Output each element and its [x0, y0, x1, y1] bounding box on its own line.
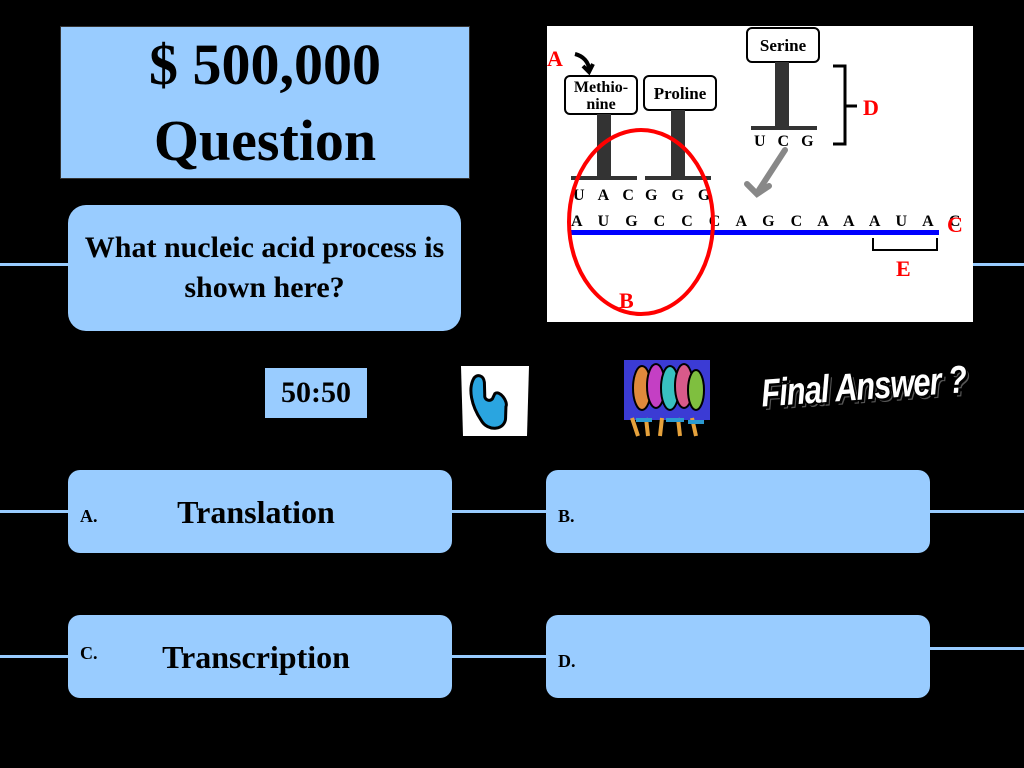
answer-a-text: Translation	[177, 494, 335, 530]
middle-connector-line-ab	[452, 510, 548, 513]
callout-a-arrow	[574, 52, 595, 76]
trna-serine-anticodon: U C G	[754, 133, 818, 150]
right-connector-line-diagram	[973, 263, 1024, 266]
answer-a-option[interactable]: A. Translation	[68, 470, 452, 553]
trna-methionine-anticodon: U A C	[573, 187, 639, 204]
prize-title: $ 500,000 Question	[60, 26, 470, 179]
left-connector-line-question	[0, 263, 70, 266]
right-connector-line-cd	[930, 647, 1024, 650]
left-connector-line-cd	[0, 655, 70, 658]
fifty-fifty-lifeline[interactable]: 50:50	[265, 368, 367, 418]
callout-c: C	[947, 212, 963, 237]
trna-proline-anticodon: G G G	[645, 187, 715, 204]
answer-c-letter: C.	[80, 643, 98, 663]
trna-methionine-stem	[597, 114, 611, 180]
phone-a-friend-icon[interactable]	[457, 362, 533, 438]
final-answer-label: Final Answer ?	[759, 357, 968, 416]
trna-methionine-base	[571, 176, 637, 180]
serine-arrow	[744, 147, 788, 198]
answer-d-letter: D.	[558, 651, 576, 671]
ask-the-audience-icon[interactable]	[622, 358, 712, 438]
question-text: What nucleic acid process is shown here?	[84, 230, 445, 305]
fifty-fifty-label: 50:50	[281, 376, 351, 409]
trna-serine-label: Serine	[760, 36, 807, 55]
mrna-sequence: A U G C C C A G C A A A U A C	[571, 213, 966, 230]
ribosome-circle	[567, 128, 715, 316]
mrna-strand	[569, 230, 939, 235]
prize-title-text: $ 500,000 Question	[149, 32, 381, 173]
trna-proline-base	[645, 176, 711, 180]
trna-proline-label: Proline	[654, 84, 707, 103]
bracket-e	[872, 238, 938, 251]
answer-c-text: Transcription	[162, 639, 350, 675]
answer-b-option[interactable]: B.	[546, 470, 930, 553]
answer-a-letter: A.	[80, 506, 98, 526]
trna-methionine-label-line1: Methio-	[574, 79, 628, 96]
final-answer-button[interactable]: Final Answer ?	[759, 357, 968, 447]
answer-b-letter: B.	[558, 506, 575, 526]
trna-serine-base	[751, 126, 817, 130]
answer-d-option[interactable]: D.	[546, 615, 930, 698]
callout-e: E	[896, 256, 911, 281]
question-box: What nucleic acid process is shown here?	[68, 205, 461, 331]
left-connector-line-ab	[0, 510, 70, 513]
trna-serine-stem	[775, 62, 789, 130]
callout-a: A	[547, 46, 563, 71]
trna-methionine-label-line2: nine	[586, 96, 615, 113]
callout-b: B	[619, 288, 634, 313]
answer-c-option[interactable]: C. Transcription	[68, 615, 452, 698]
callout-d: D	[863, 95, 879, 120]
bracket-d	[833, 64, 857, 146]
middle-connector-line-cd	[452, 655, 548, 658]
right-connector-line-ab	[930, 510, 1024, 513]
translation-diagram: A Methio- nine Proline Serine U C G D	[547, 26, 973, 322]
